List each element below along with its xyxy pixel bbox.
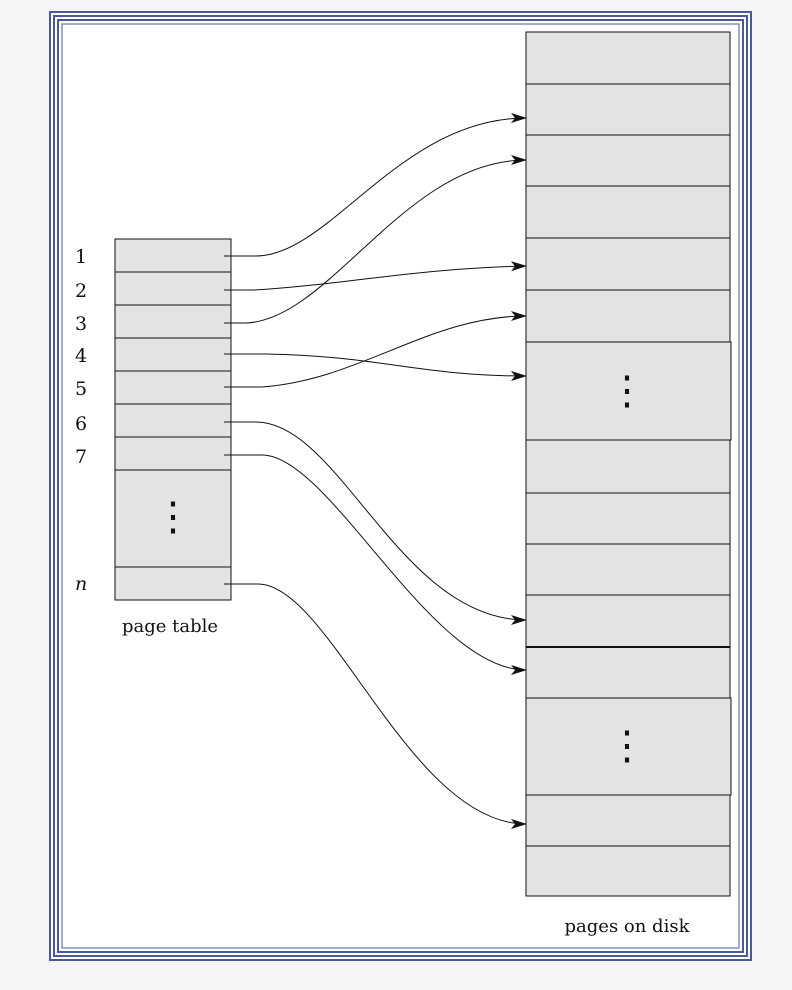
disk-page xyxy=(525,845,731,897)
page-table-ellipsis: ⋮ xyxy=(153,494,193,540)
pointer-entry-5 xyxy=(224,311,527,388)
disk-page xyxy=(525,185,731,239)
page-table-entry-2 xyxy=(114,271,232,306)
row-label-n: n xyxy=(75,573,87,595)
disk-page xyxy=(525,31,731,85)
disk-page xyxy=(525,794,731,847)
disk-page xyxy=(525,594,731,648)
page-table-entry-1 xyxy=(114,238,232,273)
disk-gap-lower xyxy=(525,697,732,796)
row-labels: 1 2 3 4 5 6 7 n xyxy=(75,246,87,595)
pointers xyxy=(224,113,527,829)
page-table-entry-3 xyxy=(114,304,232,339)
row-label-6: 6 xyxy=(75,413,87,435)
page-table-entry-4 xyxy=(114,337,232,372)
disk-page xyxy=(525,237,731,291)
pointer-entry-3 xyxy=(224,155,527,324)
disk-label: pages on disk xyxy=(565,916,691,937)
disk-page xyxy=(525,83,731,136)
page-table-entry-5 xyxy=(114,370,232,405)
disk-page xyxy=(525,543,731,596)
pointer-entry-4 xyxy=(224,353,527,381)
disk-page xyxy=(525,492,731,545)
pointer-entry-2 xyxy=(224,261,527,291)
row-label-1: 1 xyxy=(75,246,87,268)
row-label-3: 3 xyxy=(75,313,87,335)
page-table-entry-6 xyxy=(114,403,232,438)
disk-ellipsis-lower: ⋮ xyxy=(607,723,647,769)
page-table: ⋮ xyxy=(114,238,232,601)
disk-ellipsis-upper: ⋮ xyxy=(607,368,647,414)
page-table-entry-n xyxy=(114,566,232,601)
disk-pages: ⋮ ⋮ xyxy=(525,31,732,897)
pointer-entry-7 xyxy=(224,454,527,675)
pointer-entry-1 xyxy=(224,113,527,257)
pointer-entry-6 xyxy=(224,421,527,625)
pointer-entry-n xyxy=(224,583,527,829)
disk-page xyxy=(525,646,731,699)
row-label-7: 7 xyxy=(75,446,87,468)
page-table-entry-7 xyxy=(114,436,232,471)
row-label-2: 2 xyxy=(75,280,87,302)
row-label-5: 5 xyxy=(75,378,87,400)
disk-page xyxy=(525,289,731,343)
row-label-4: 4 xyxy=(75,345,87,367)
disk-page xyxy=(525,134,731,187)
page-table-label: page table xyxy=(122,616,218,637)
disk-page xyxy=(525,439,731,494)
